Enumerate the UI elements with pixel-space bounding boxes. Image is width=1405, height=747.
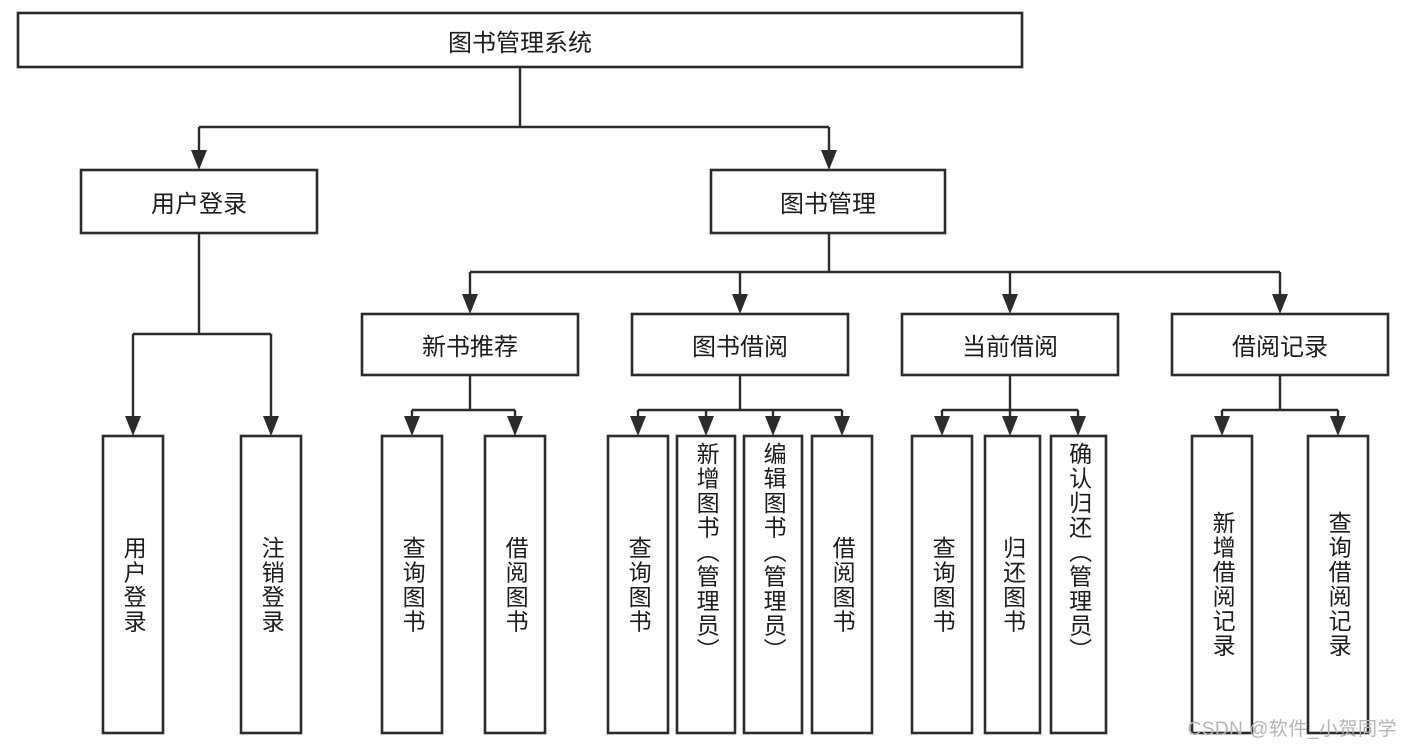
leaf-borrow-book-2-box[interactable] [810,434,874,735]
leaf-edit-book-box[interactable] [742,434,804,735]
leaf-return-book-box[interactable] [983,434,1042,735]
connector-bookmgmt-to-level3 [462,233,1288,314]
node-borrow-record-box[interactable] [1170,312,1390,377]
node-book-management-box[interactable] [709,168,947,235]
leaf-add-record-box[interactable] [1190,434,1254,735]
leaf-query-book-2-box[interactable] [606,434,670,735]
leaf-query-record-box[interactable] [1306,434,1370,735]
connector-currentborrow-to-leaves [934,375,1086,436]
connector-newbook-to-leaves [404,375,523,436]
connector-root-to-level2 [191,67,837,170]
connector-userlogin-to-leaves [125,233,279,436]
leaf-add-book-box[interactable] [675,434,737,735]
connector-bookborrow-to-leaves [630,375,850,436]
leaf-query-book-1-box[interactable] [380,434,444,735]
connector-borrowrecord-to-leaves [1214,375,1346,436]
node-new-book-recommend-box[interactable] [360,312,580,377]
leaf-logout-box[interactable] [239,434,303,735]
watermark-text: CSDN @软件_小贺同学 [1187,719,1397,740]
leaf-confirm-return-box[interactable] [1049,434,1108,735]
node-user-login-box[interactable] [79,168,319,235]
leaf-user-login-box[interactable] [101,434,165,735]
node-current-borrow-box[interactable] [900,312,1120,377]
node-root-box[interactable] [16,11,1024,69]
node-book-borrow-box[interactable] [630,312,850,377]
leaf-borrow-book-1-box[interactable] [483,434,547,735]
leaf-query-book-3-box[interactable] [910,434,974,735]
